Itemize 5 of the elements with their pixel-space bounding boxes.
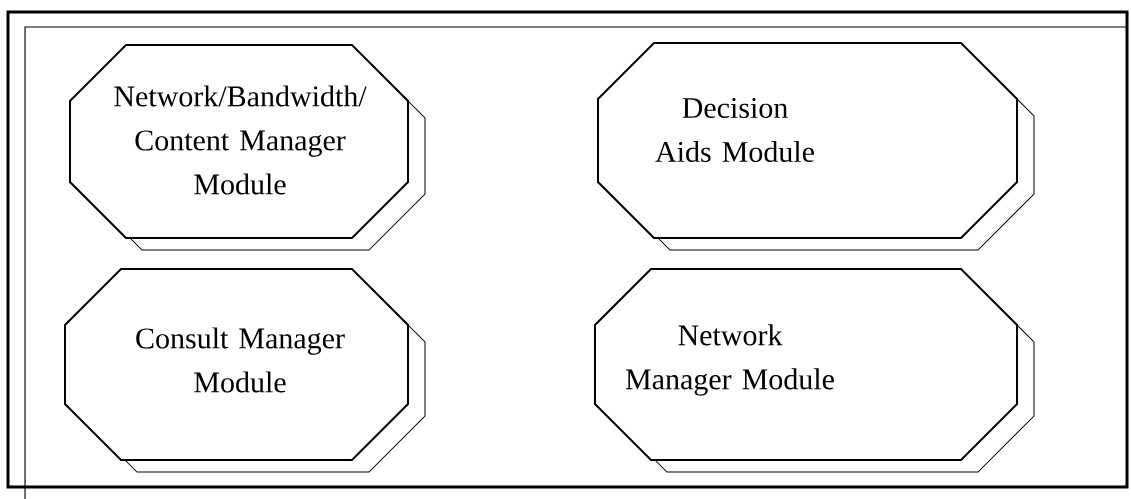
octagon-box: Consult Manager Module (64, 268, 426, 473)
octagon-box: Network Manager Module (594, 268, 1035, 473)
octagon-box: Network/Bandwidth/ Content Manager Module (69, 44, 426, 251)
octagon-box: Decision Aids Module (597, 42, 1035, 251)
frame-box (6, 10, 1129, 499)
